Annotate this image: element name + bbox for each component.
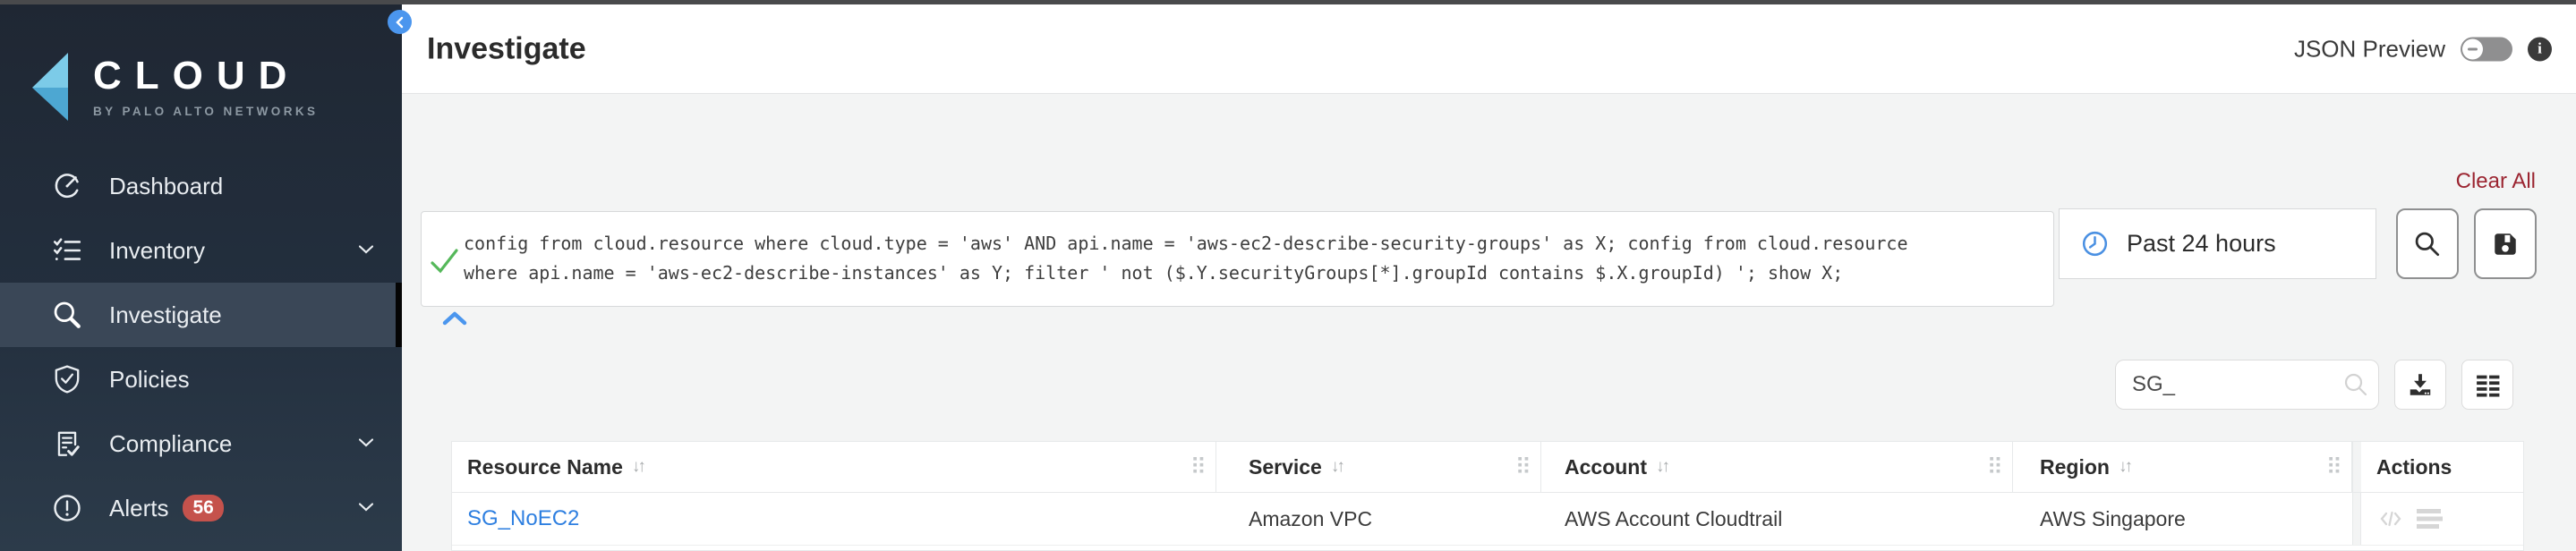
cell-service: Amazon VPC [1249,506,1373,530]
download-icon [2410,374,2431,395]
sidebar-item-dashboard[interactable]: Dashboard [0,154,402,218]
column-header-actions: Actions [2376,454,2452,479]
window-top-strip [0,0,2576,4]
column-drag-handle-icon[interactable]: ⠿ [1514,454,1531,480]
table-header-row: Resource Name ↓↑ ⠿ Service ↓↑ ⠿ Account … [452,442,2523,493]
cell-account: AWS Account Cloudtrail [1565,506,1783,530]
main-area: Investigate JSON Preview i Clear All con… [402,4,2576,551]
json-preview-label: JSON Preview [2293,35,2445,62]
sidebar-item-inventory[interactable]: Inventory [0,218,402,283]
cell-resource-name: SG_NoEC2 [452,493,1216,545]
sort-icon[interactable]: ↓↑ [1656,457,1670,476]
sort-icon[interactable]: ↓↑ [631,457,646,476]
column-drag-handle-icon[interactable]: ⠿ [2325,454,2342,480]
content-area: Clear All config from cloud.resource whe… [402,94,2576,551]
chevron-down-icon[interactable] [358,436,374,452]
column-header-service[interactable]: Service ↓↑ ⠿ [1216,442,1541,492]
resource-link[interactable]: SG_NoEC2 [467,506,580,530]
sidebar-menu: Dashboard Inventory [0,154,402,540]
column-header-resource-name[interactable]: Resource Name ↓↑ ⠿ [452,442,1216,492]
run-search-button[interactable] [2396,208,2459,279]
pinned-column-gap [2352,493,2361,545]
cell-region: AWS Singapore [2040,506,2186,530]
brand-logo: CLOUD BY PALO ALTO NETWORKS [25,51,318,123]
alerts-count-badge: 56 [183,495,224,521]
next-row-partial [452,546,2523,550]
cloud-logo-icon [32,53,68,121]
alerts-warning-icon [52,493,82,523]
toggle-knob [2462,38,2483,59]
query-valid-check-icon [431,249,459,278]
columns-icon [2476,375,2499,397]
pinned-column-gap [2352,442,2361,492]
clear-all-link[interactable]: Clear All [2455,169,2536,193]
sidebar-item-alerts[interactable]: Alerts 56 [0,476,402,540]
inventory-checklist-icon [52,235,82,266]
sidebar-item-policies[interactable]: Policies [0,347,402,411]
logo-subtitle: BY PALO ALTO NETWORKS [93,104,319,118]
save-floppy-icon [2495,233,2516,255]
compliance-doc-icon [52,428,82,459]
column-settings-button[interactable] [2461,360,2513,410]
logo-title: CLOUD [93,53,301,97]
sidebar-item-label: Inventory [109,236,205,264]
code-action-icon[interactable] [2379,508,2402,530]
policies-shield-icon [52,364,82,394]
collapse-query-chevron[interactable] [442,311,467,330]
sidebar: CLOUD BY PALO ALTO NETWORKS Dashboard [0,4,402,551]
sidebar-item-label: Dashboard [109,172,224,199]
page-title: Investigate [427,31,586,65]
cell-actions [2361,493,2523,545]
chevron-down-icon[interactable] [358,242,374,259]
sidebar-item-compliance[interactable]: Compliance [0,411,402,476]
sort-icon[interactable]: ↓↑ [2118,457,2133,476]
table-filter-input[interactable] [2115,360,2379,410]
sidebar-item-label: Alerts [109,494,169,521]
table-row: SG_NoEC2 Amazon VPC AWS Account Cloudtra… [452,493,2523,546]
chevron-down-icon[interactable] [358,500,374,516]
query-line-2: where api.name = 'aws-ec2-describe-insta… [464,262,1844,284]
info-icon[interactable]: i [2528,37,2552,61]
column-drag-handle-icon[interactable]: ⠿ [1986,454,2003,480]
save-search-button[interactable] [2474,208,2537,279]
query-line-1: config from cloud.resource where cloud.t… [464,233,1908,254]
column-drag-handle-icon[interactable]: ⠿ [1190,454,1207,480]
sidebar-item-label: Policies [109,365,190,393]
investigate-search-icon [52,300,82,330]
time-range-selector[interactable]: Past 24 hours [2059,208,2376,279]
page-header: Investigate JSON Preview i [402,4,2576,94]
search-icon [2415,232,2440,256]
list-action-icon[interactable] [2415,507,2444,530]
query-editor[interactable]: config from cloud.resource where cloud.t… [421,211,2054,307]
sidebar-collapse-button[interactable] [388,10,412,34]
column-header-account[interactable]: Account ↓↑ ⠿ [1541,442,2013,492]
results-table: Resource Name ↓↑ ⠿ Service ↓↑ ⠿ Account … [451,441,2524,551]
sidebar-item-investigate[interactable]: Investigate [0,283,402,347]
filter-search-icon [2343,372,2368,402]
time-range-label: Past 24 hours [2127,230,2276,257]
sidebar-item-label: Investigate [109,301,222,328]
sidebar-item-label: Compliance [109,429,233,457]
sort-icon[interactable]: ↓↑ [1330,457,1345,476]
download-button[interactable] [2394,360,2446,410]
clock-icon [2082,231,2108,257]
query-text[interactable]: config from cloud.resource where cloud.t… [464,229,2039,288]
dashboard-gauge-icon [52,171,82,201]
json-preview-toggle[interactable] [2461,37,2512,61]
column-header-region[interactable]: Region ↓↑ ⠿ [2013,442,2352,492]
